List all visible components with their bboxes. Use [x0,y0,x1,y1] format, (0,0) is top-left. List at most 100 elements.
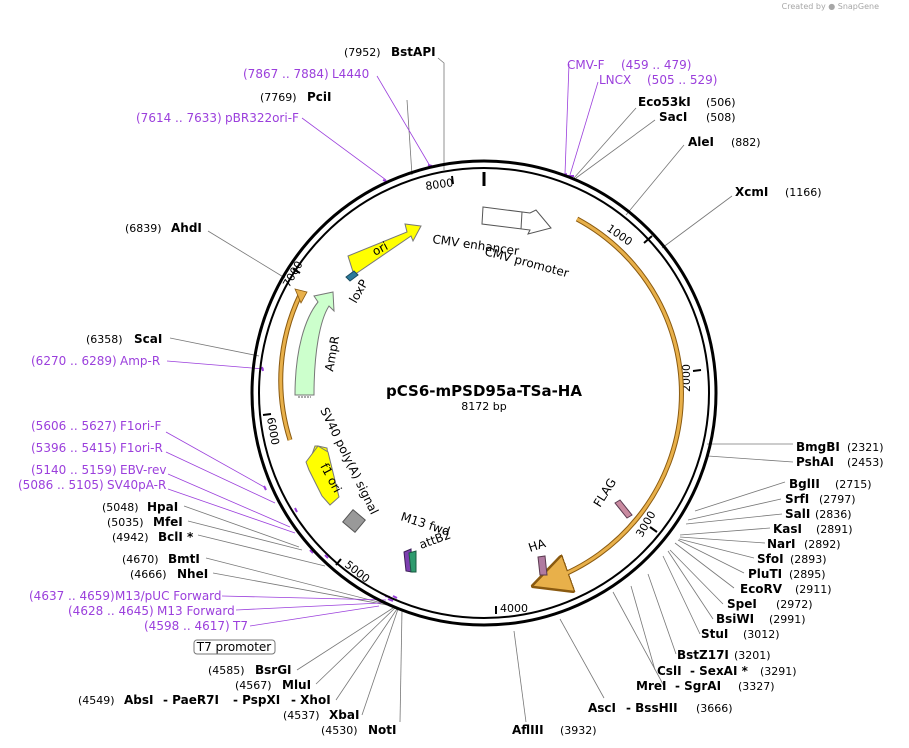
primer-range-f1ori-r: (5396 .. 5415) [31,441,117,455]
primer-range-pbr322ori-f: (7614 .. 7633) [136,111,222,125]
orf-arc-left-head [294,288,308,304]
site-xbai[interactable]: XbaI [329,708,359,722]
primer-m13puc-forward[interactable]: M13/pUC Forward [115,589,222,603]
site-pos-nari: (2892) [804,538,841,551]
primer-m13-forward[interactable]: M13 Forward [157,604,235,618]
tick-8000: 8000 [425,176,455,193]
site-stui[interactable]: StuI [701,627,728,641]
site-bglii[interactable]: BglII [789,477,820,491]
site-xcmi[interactable]: XcmI [735,185,768,199]
tick-3000: 3000 [633,509,658,540]
site-ahdi[interactable]: AhdI [171,221,202,235]
primer-pbr322ori-f[interactable]: pBR322ori-F [225,111,299,125]
site-scai[interactable]: ScaI [134,332,162,346]
site-mlui[interactable]: MluI [282,678,311,692]
ampr-feature [294,291,335,398]
primer-range-f1ori-f: (5606 .. 5627) [31,419,117,433]
site-srfi[interactable]: SrfI [785,492,809,506]
site-absi[interactable]: AbsI [124,693,153,707]
site-pos-bsshii: (3666) [696,702,733,715]
site-afliii[interactable]: AflIII [512,723,544,737]
site-pos-bglii: (2715) [835,478,872,491]
site-pos-ecorv: (2911) [795,583,832,596]
site-pos-srfi: (2797) [819,493,856,506]
site-sali[interactable]: SalI [785,507,810,521]
site-pcii[interactable]: PciI [307,90,332,104]
cmv-feature [481,206,552,235]
site-pos-bstapi: (7952) [344,46,381,59]
primer-range-amp-r: (6270 .. 6289) [31,354,117,368]
site-bmgbi[interactable]: BmgBI [796,440,840,454]
backbone-inner [258,167,710,619]
site-pluti[interactable]: PluTI [748,567,782,581]
site-bcli[interactable]: BclI * [158,530,194,544]
primer-range-lncx: (505 .. 529) [647,73,717,87]
site-eco53ki[interactable]: Eco53kI [638,95,691,109]
site-pos-absi: (4549) [78,694,115,707]
t7-promoter-box [193,639,276,655]
primer-f1ori-r[interactable]: F1ori-R [120,441,163,455]
site-pos-eco53ki: (506) [706,96,736,109]
primer-t7[interactable]: T7 [232,619,248,633]
primer-l4440[interactable]: L4440 [332,67,369,81]
tick-4000: 4000 [500,602,528,615]
site-pspxi[interactable]: - PspXI [233,693,280,707]
site-bsiwi[interactable]: BsiWI [716,612,754,626]
f1ori-feature [305,445,340,506]
site-pshai[interactable]: PshAI [796,455,834,469]
site-bsrgi[interactable]: BsrGI [255,663,292,677]
ha-feature [537,555,548,576]
primer-range-ebv-rev: (5140 .. 5159) [31,463,117,477]
site-sgrai[interactable]: - SgrAI [675,679,721,693]
site-sexai[interactable]: - SexAI * [690,664,749,678]
site-mrei[interactable]: MreI [636,679,666,693]
site-alei[interactable]: AleI [688,135,714,149]
site-pos-sexai: (3291) [760,665,797,678]
site-bstz17i[interactable]: BstZ17I [677,648,729,662]
site-bstapi[interactable]: BstAPI [391,45,436,59]
site-nhei[interactable]: NheI [177,567,208,581]
site-ecorv[interactable]: EcoRV [740,582,783,596]
site-asci[interactable]: AscI [588,701,616,715]
site-kasi[interactable]: KasI [773,522,802,536]
primer-range-t7: (4598 .. 4617) [144,619,230,633]
t7-promoter-label: T7 promoter [196,640,272,654]
ori-label: ori [370,239,390,259]
primer-f1ori-f[interactable]: F1ori-F [120,419,161,433]
site-bmti[interactable]: BmtI [168,552,200,566]
ampr-label: AmpR [322,335,342,373]
site-hpai[interactable]: HpaI [147,500,178,514]
site-pos-pshai: (2453) [847,456,884,469]
site-saci[interactable]: SacI [659,110,687,124]
m13-attb2-feature [403,548,417,573]
plasmid-length: 8172 bp [461,400,506,413]
site-pos-bsrgi: (4585) [208,664,245,677]
site-noti[interactable]: NotI [368,723,397,737]
site-bsshii[interactable]: - BssHII [626,701,678,715]
site-pos-bcli: (4942) [112,531,149,544]
site-pos-nhei: (4666) [130,568,167,581]
site-sfoi[interactable]: SfoI [757,552,784,566]
site-spei[interactable]: SpeI [727,597,757,611]
primer-amp-r[interactable]: Amp-R [120,354,160,368]
site-pos-pluti: (2895) [789,568,826,581]
site-mfei[interactable]: MfeI [153,515,183,529]
primer-cmv-f[interactable]: CMV-F [567,58,605,72]
primer-ebv-rev[interactable]: EBV-rev [120,463,166,477]
ori-feature [347,223,422,276]
site-xhoi[interactable]: - XhoI [291,693,331,707]
primer-sv40pa-r[interactable]: SV40pA-R [107,478,166,492]
site-pos-bmti: (4670) [122,553,159,566]
primer-lncx[interactable]: LNCX [599,73,631,87]
site-paer7i[interactable]: - PaeR7I [163,693,219,707]
site-pos-bmgbi: (2321) [847,441,884,454]
site-nari[interactable]: NarI [767,537,796,551]
primer-range-m13-forward: (4628 .. 4645) [68,604,154,618]
primer-range-cmv-f: (459 .. 479) [621,58,691,72]
site-pos-saci: (508) [706,111,736,124]
flag-feature [614,499,633,519]
site-pos-alei: (882) [731,136,761,149]
sv40-block [342,509,366,533]
site-csli[interactable]: CslI [657,664,682,678]
